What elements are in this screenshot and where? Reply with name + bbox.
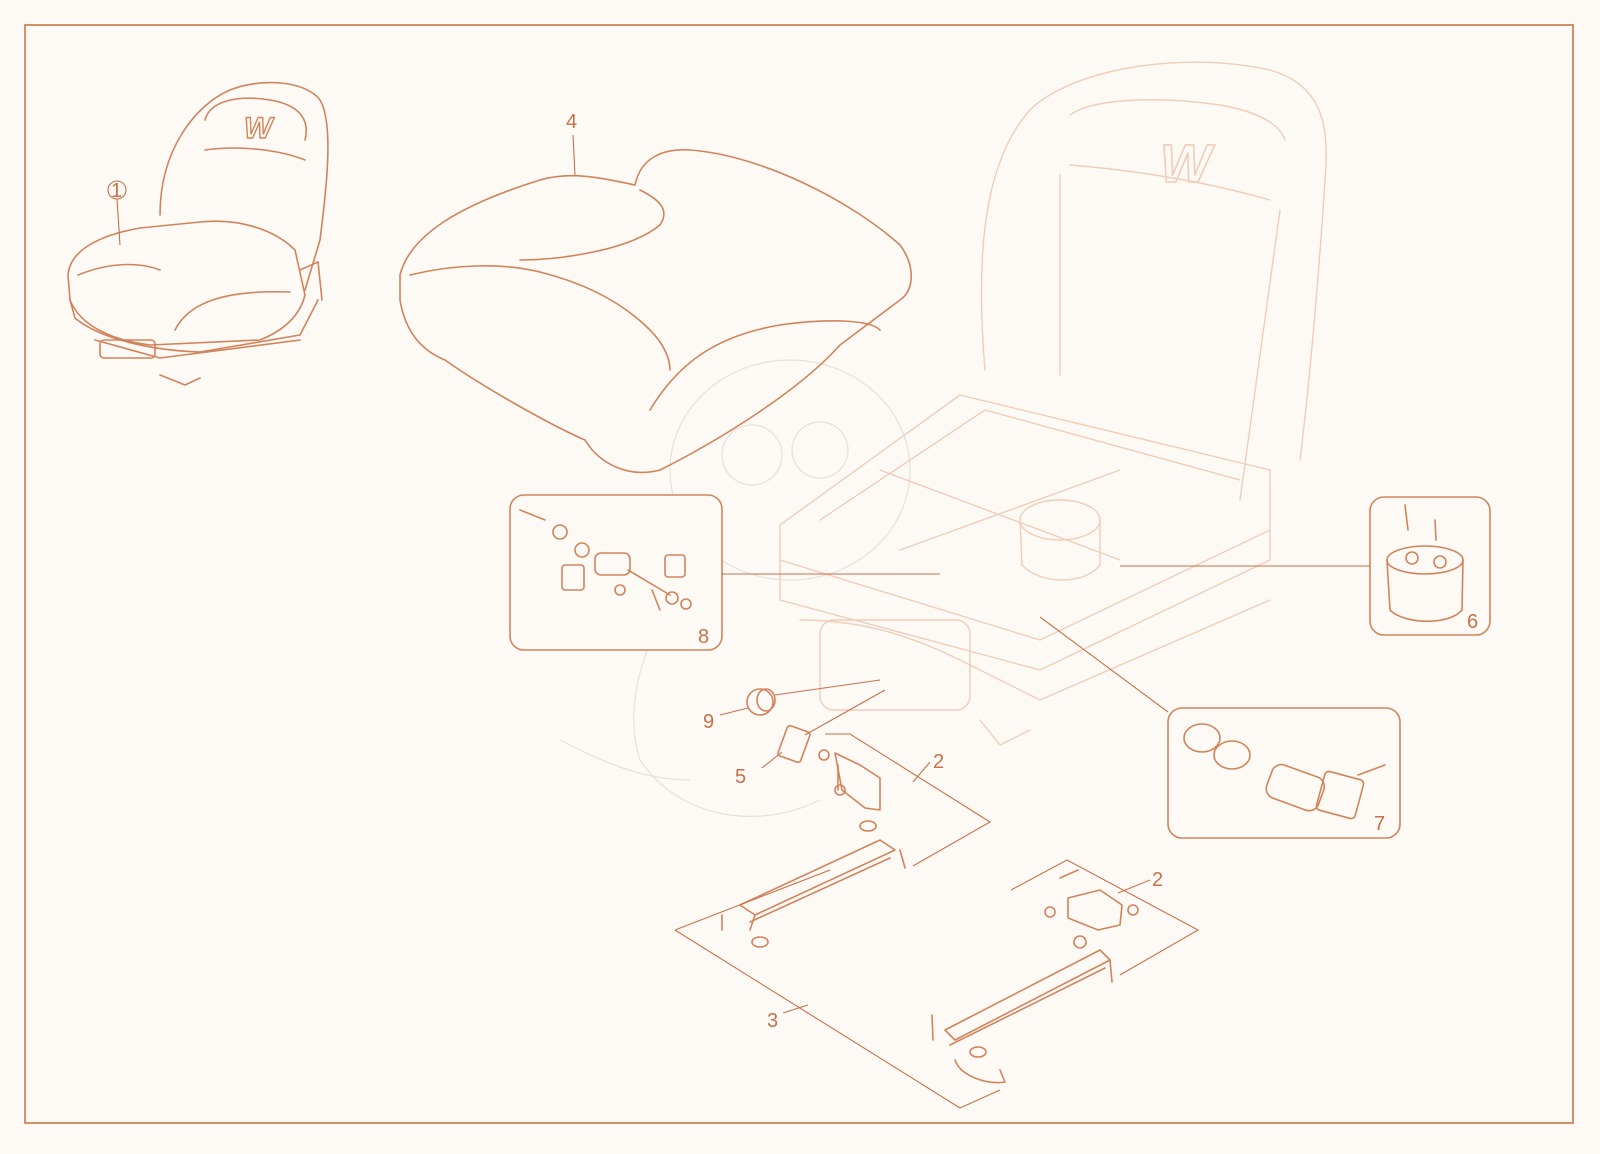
knob-9: 9 [703,679,881,733]
rail-left [721,839,906,948]
callout-7: 7 [1374,813,1385,835]
callout-8: 8 [698,626,709,648]
seat-logo: W [244,112,275,145]
assembly-3-bracket: 3 [674,869,1001,1109]
faded-seat-assembly: W [779,61,1327,746]
callout-2-lower: 2 [1152,869,1163,891]
callout-1-marker: 1 [107,180,127,246]
faded-seat-logo: W [1160,134,1215,194]
callout-1: 1 [111,180,122,202]
seat-cushion-illustration [399,149,912,474]
callout-4: 4 [566,111,577,133]
callout-9: 9 [703,711,714,733]
callout-6: 6 [1467,611,1478,633]
detail-box-8: 8 [509,494,940,651]
detail-box-6: 6 [1120,496,1491,636]
bracket-2-upper: 2 [818,733,992,867]
switch-5: 5 [735,689,886,788]
rail-right [931,949,1113,1084]
diagram-frame [24,24,1574,1124]
callout-3: 3 [767,1010,778,1032]
detail-box-7: 7 [1039,616,1401,839]
callout-4-marker: 4 [566,111,577,176]
callout-2-upper: 2 [933,751,944,773]
callout-5: 5 [735,766,746,788]
bracket-2-lower: 2 [1010,859,1200,976]
complete-seat-illustration: W [67,81,329,386]
